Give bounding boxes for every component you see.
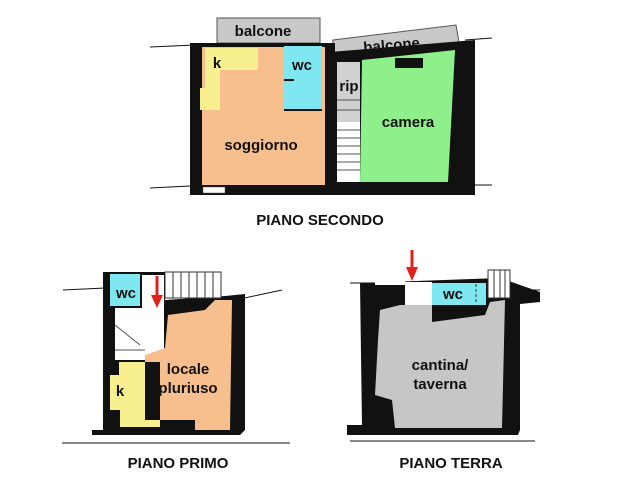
- external-stair-treads: [172, 272, 214, 298]
- label-cantina: cantina/: [412, 357, 470, 374]
- label-taverna: taverna: [413, 376, 467, 393]
- label-wc: wc: [442, 286, 463, 303]
- label-balcone-left: balcone: [235, 23, 292, 40]
- title-piano-secondo: PIANO SECONDO: [256, 212, 384, 229]
- stairwell: [115, 308, 145, 360]
- site-line: [62, 287, 106, 291]
- room-locale-pluriuso: [145, 300, 232, 430]
- site-line: [464, 37, 493, 41]
- label-pluriuso: pluriuso: [158, 380, 217, 397]
- room-kitchen: [200, 48, 258, 110]
- stair-treads: [114, 324, 145, 351]
- label-wc: wc: [291, 57, 312, 74]
- stairwell-landing: [337, 62, 360, 122]
- room-wc: [110, 274, 140, 306]
- label-rip: rip: [339, 78, 358, 95]
- room-camera: [360, 50, 455, 182]
- window: [202, 186, 226, 194]
- site-line: [149, 185, 191, 189]
- label-soggiorno: soggiorno: [224, 137, 297, 154]
- entrance-corridor: [142, 275, 164, 355]
- label-balcone-right: balcone: [363, 35, 421, 57]
- entrance-arrow-icon: [151, 295, 163, 308]
- plan-piano-primo: wc k locale pluriuso PIANO PRIMO: [62, 271, 290, 472]
- title-piano-terra: PIANO TERRA: [399, 455, 503, 472]
- label-wc: wc: [115, 285, 136, 302]
- wall-bottom: [225, 185, 475, 195]
- room-kitchen: [110, 362, 160, 427]
- room-wc: [432, 283, 486, 305]
- entrance-arrow-icon: [406, 267, 418, 281]
- label-kitchen: k: [213, 55, 222, 72]
- label-locale: locale: [167, 361, 210, 378]
- room-wc: [284, 46, 322, 110]
- external-stair: [487, 269, 511, 299]
- plan-piano-secondo: balcone balcone k wc rip soggiorno camer…: [149, 17, 493, 229]
- label-kitchen: k: [116, 383, 125, 400]
- site-line: [149, 44, 196, 48]
- chimney: [395, 58, 423, 68]
- external-stair-treads: [493, 270, 506, 298]
- plan-piano-terra: wc cantina/ taverna PIANO TERRA: [347, 250, 540, 472]
- entrance-hall: [405, 282, 432, 306]
- wall-opening: [375, 281, 405, 285]
- stair-treads: [337, 99, 360, 171]
- title-piano-primo: PIANO PRIMO: [128, 455, 229, 472]
- label-camera: camera: [382, 114, 435, 131]
- external-stair: [164, 271, 222, 299]
- room-cantina-taverna: [375, 300, 505, 428]
